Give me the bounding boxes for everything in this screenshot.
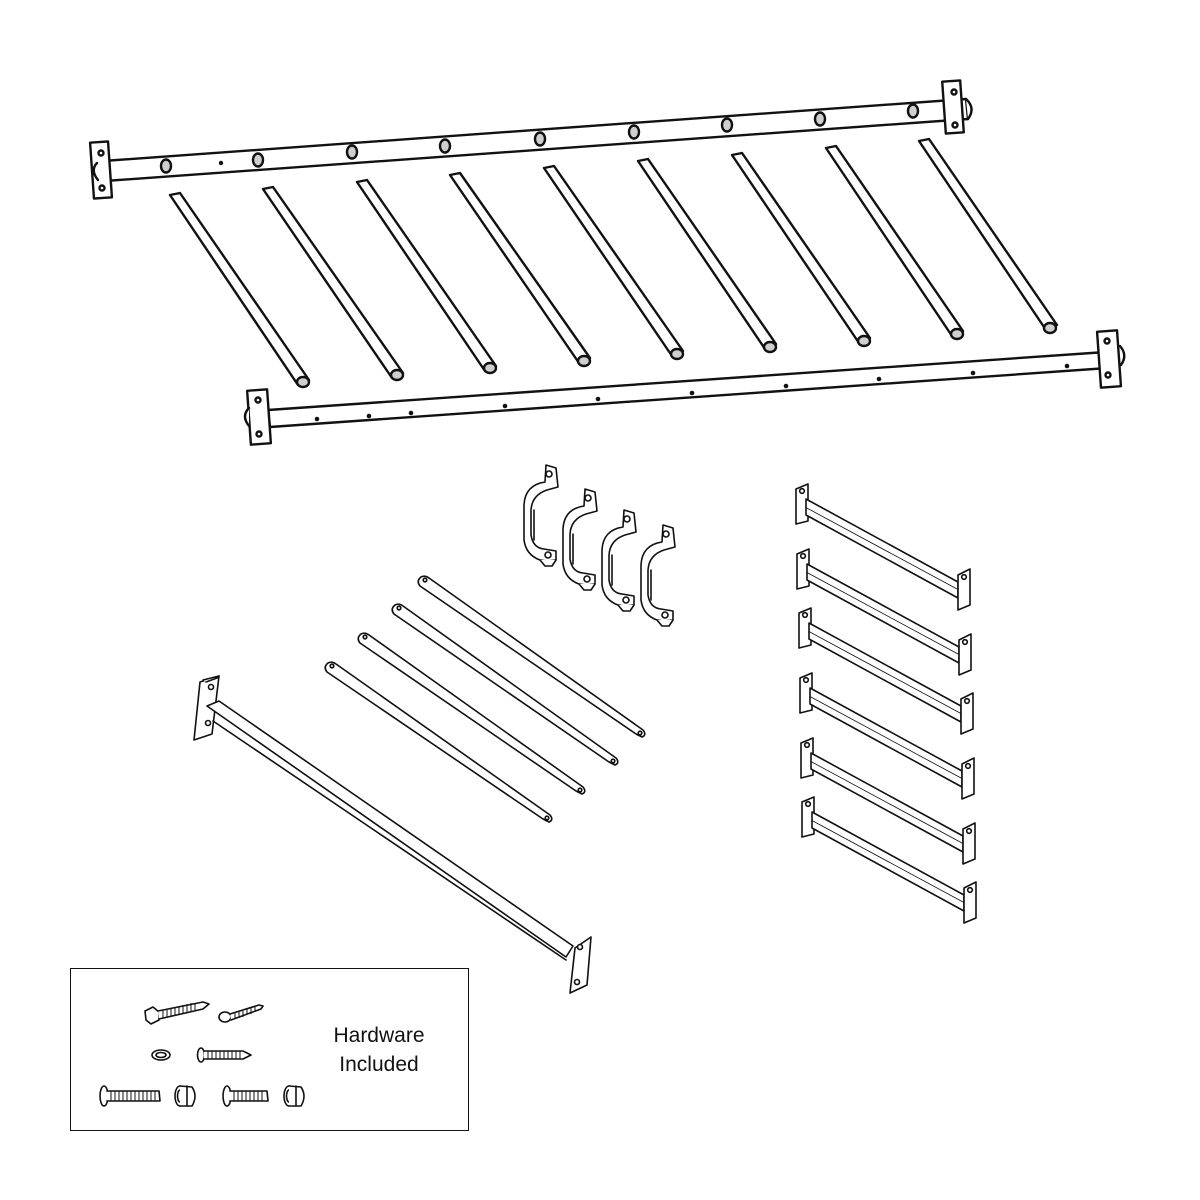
top-side-rail: [88, 79, 973, 200]
hardware-label-line1: Hardware: [333, 1024, 425, 1047]
barrel-nut-icon: [174, 1085, 196, 1107]
grab-handle: [523, 464, 559, 567]
grab-handles: [523, 464, 676, 627]
rung: [168, 191, 311, 389]
rung: [636, 157, 778, 354]
barrel-nut-icon: [283, 1085, 305, 1107]
wall-brackets: [795, 483, 977, 924]
grab-handle: [640, 524, 676, 627]
hardware-included-box: Hardware Included: [70, 968, 469, 1131]
grab-handle: [601, 509, 637, 612]
washer-icon: [151, 1049, 171, 1061]
long-bracket-bar: [193, 675, 592, 994]
bottom-side-rail: [243, 329, 1126, 446]
rung: [917, 137, 1059, 335]
rung: [824, 144, 965, 341]
rung: [542, 164, 685, 361]
wood-screw-icon: [196, 1047, 252, 1063]
hex-lag-screw-icon: [144, 1001, 210, 1025]
wall-bracket: [799, 672, 975, 800]
rung: [355, 178, 498, 375]
short-bolt-icon: [222, 1085, 269, 1107]
flat-brace: [417, 575, 646, 738]
rung: [448, 171, 592, 368]
carriage-bolt-icon: [99, 1085, 161, 1107]
grab-handle: [562, 488, 598, 591]
pan-head-screw-icon: [218, 1004, 264, 1023]
rung: [730, 151, 872, 348]
wall-bracket: [796, 548, 972, 676]
flat-brace: [324, 661, 553, 823]
wall-bracket: [800, 737, 976, 865]
wall-bracket: [801, 796, 977, 924]
flat-brace: [391, 603, 619, 766]
ladder-rungs: [168, 137, 1059, 389]
rung: [261, 185, 405, 382]
hardware-label-line2: Included: [339, 1053, 419, 1076]
flat-braces: [324, 575, 646, 823]
hardware-label: Hardware Included: [314, 1021, 444, 1079]
flat-brace: [357, 632, 586, 795]
wall-bracket: [798, 607, 974, 735]
wall-bracket: [795, 483, 971, 611]
hardware-illustrations: [99, 1001, 305, 1107]
